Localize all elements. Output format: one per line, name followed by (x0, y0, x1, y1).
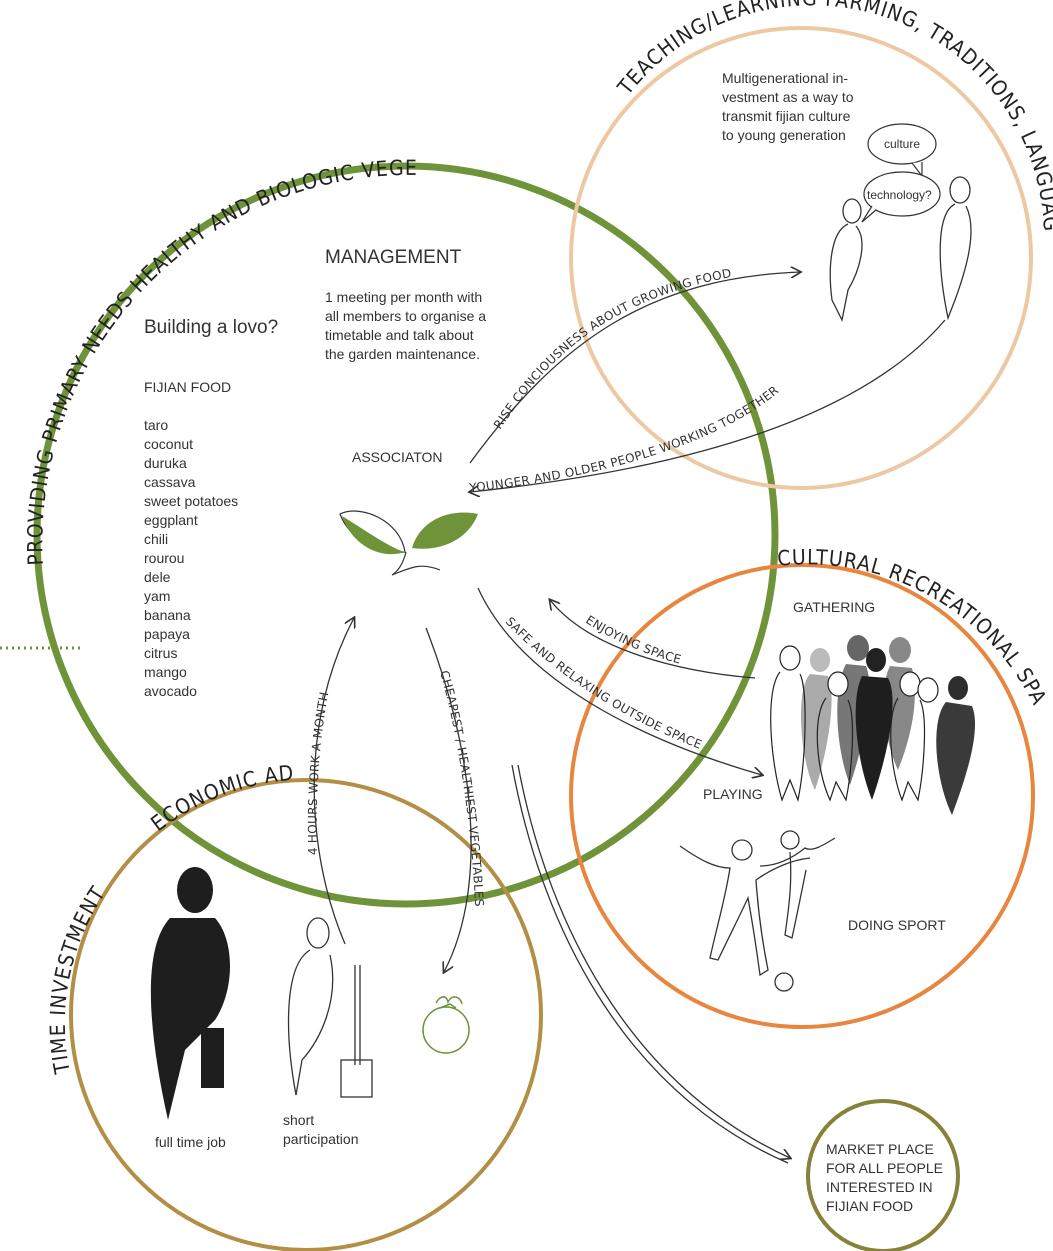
food-item: dele (144, 569, 171, 585)
arrow-cheapest-vegetables (425, 627, 472, 972)
gathering-label: GATHERING (793, 599, 875, 615)
arrow-label-rise: RISE CONCIOUSNESS ABOUT GROWING FOOD (491, 266, 733, 432)
market-line: INTERESTED IN (826, 1179, 933, 1195)
food-item: eggplant (144, 512, 198, 528)
arrow-market-b (517, 764, 790, 1158)
food-item: duruka (144, 455, 187, 471)
vegetable-icon (422, 996, 470, 1054)
market-circle (806, 1099, 960, 1251)
sprout-icon (339, 510, 478, 576)
crowd-gathering-icon (770, 635, 976, 815)
food-item: yam (144, 588, 170, 604)
fijian-food-list: taro coconut duruka cassava sweet potato… (144, 417, 238, 699)
food-item: citrus (144, 645, 177, 661)
main-circle-title: PROVIDING PRIMARY NEEDS HEALTHY AND BIOL… (0, 0, 418, 566)
arrow-safe-space (477, 587, 762, 775)
teaching-line: vestment as a way to (722, 89, 854, 105)
food-item: papaya (144, 626, 190, 642)
teaching-circle (569, 26, 1033, 490)
time-circle (69, 778, 543, 1251)
bubble-culture-text: culture (884, 137, 920, 151)
arrow-label-cheapest: CHEAPEST / HEALTHIEST VEGETABLES (437, 669, 486, 907)
arrows (313, 272, 946, 1164)
management-title: MANAGEMENT (325, 247, 462, 268)
fijian-food-title: FIJIAN FOOD (144, 379, 231, 395)
speech-bubble-technology: technology? (861, 171, 941, 223)
teaching-line: to young generation (722, 127, 846, 143)
food-item: avocado (144, 683, 197, 699)
playing-label: PLAYING (703, 786, 763, 802)
arrow-label-hours: 4 HOURS WORK A MONTH (306, 691, 332, 856)
arrow-label-enjoying: ENJOYING SPACE (583, 613, 683, 667)
food-item: coconut (144, 436, 193, 452)
arrow-enjoying-space (550, 600, 756, 679)
market-line: FIJIAN FOOD (826, 1198, 913, 1214)
sport-icon (679, 830, 836, 992)
arrow-younger-older (470, 319, 946, 492)
food-item: cassava (144, 474, 196, 490)
market-text: MARKET PLACE FOR ALL PEOPLE INTERESTED I… (826, 1141, 943, 1214)
teaching-line: Multigenerational in- (722, 70, 848, 86)
management-line: 1 meeting per month with (325, 289, 482, 305)
food-item: taro (144, 417, 168, 433)
food-item: rourou (144, 550, 184, 566)
management-line: timetable and talk about (325, 327, 474, 343)
teaching-text: Multigenerational in- vestment as a way … (722, 70, 854, 143)
short-label: short (283, 1112, 314, 1128)
market-line: FOR ALL PEOPLE (826, 1160, 943, 1176)
participation-label: participation (283, 1131, 359, 1147)
management-text: 1 meeting per month with all members to … (325, 289, 486, 362)
food-item: chili (144, 531, 168, 547)
association-label: ASSOCIATON (352, 449, 443, 465)
people-teaching-icon (829, 176, 972, 322)
speech-bubble-culture: culture (867, 123, 937, 178)
cultural-circle (569, 563, 1035, 1029)
bubble-technology-text: technology? (867, 188, 932, 202)
time-circle-title: TIME INVESTMENT (46, 882, 110, 1077)
management-line: the garden maintenance. (325, 346, 480, 362)
management-line: all members to organise a (325, 308, 486, 324)
doing-sport-label: DOING SPORT (848, 917, 946, 933)
arrow-market-a (511, 764, 789, 1164)
food-item: mango (144, 664, 187, 680)
main-circle (33, 162, 779, 908)
lovo-question: Building a lovo? (144, 317, 278, 338)
full-time-job-label: full time job (155, 1134, 226, 1150)
food-item: sweet potatoes (144, 493, 238, 509)
arrow-rise-consciousness (469, 272, 800, 464)
arrow-four-hours (313, 618, 354, 945)
short-participation-person-icon (287, 917, 373, 1098)
full-time-person-icon (150, 867, 230, 1120)
food-item: banana (144, 607, 191, 623)
teaching-line: transmit fijian culture (722, 108, 851, 124)
market-line: MARKET PLACE (826, 1141, 934, 1157)
